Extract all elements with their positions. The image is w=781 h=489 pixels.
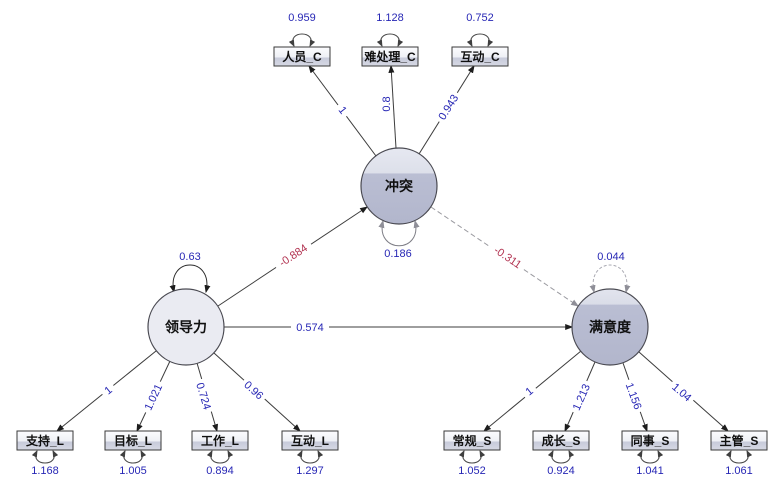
indicator-node-nanchuli-c[interactable] bbox=[361, 46, 419, 67]
indicator-node-zhichi-l[interactable] bbox=[16, 430, 74, 451]
svg-text:1.156: 1.156 bbox=[623, 381, 644, 411]
indicator-node-mubiao-l[interactable] bbox=[104, 430, 162, 451]
latent-label-leadership: 领导力 bbox=[165, 319, 207, 335]
loading-label-changgui-s: 1 bbox=[519, 381, 539, 401]
indicator-node-hudong-l[interactable] bbox=[281, 430, 339, 451]
variance-loop-tongshi bbox=[636, 450, 664, 464]
variance-label-satisfaction: 0.044 bbox=[597, 251, 625, 263]
svg-text:0.724: 0.724 bbox=[193, 381, 213, 411]
variance-loop-gongzuo bbox=[206, 450, 234, 464]
variance-loop-zhichi bbox=[31, 450, 59, 464]
loading-label-mubiao-l: 1.021 bbox=[139, 378, 166, 415]
variance-label-nanchuli-c: 1.128 bbox=[376, 12, 404, 24]
indicator-label-mubiao-l: 目标_L bbox=[114, 433, 152, 448]
indicator-node-gongzuo-l[interactable] bbox=[191, 430, 249, 451]
variance-label-conflict: 0.186 bbox=[384, 248, 412, 260]
latent-node-conflict[interactable] bbox=[360, 147, 438, 225]
variance-label-gongzuo-l: 0.894 bbox=[206, 465, 234, 477]
indicator-node-tongshi-s[interactable] bbox=[621, 430, 679, 451]
indicator-label-tongshi-s: 同事_S bbox=[631, 433, 670, 448]
indicator-label-nanchuli-c: 难处理_C bbox=[363, 49, 416, 64]
indicator-node-changgui-s[interactable] bbox=[443, 430, 501, 451]
loading-label-nanchuli-c: 0.8 bbox=[379, 93, 393, 115]
path-label-conflict-satisfaction: -0.311 bbox=[488, 240, 529, 274]
variance-loop-chengzhang bbox=[547, 450, 575, 464]
indicator-label-hudong-c: 互动_C bbox=[460, 50, 500, 64]
variance-loop-hudongl bbox=[296, 450, 324, 464]
indicator-node-chengzhang-s[interactable] bbox=[532, 430, 590, 451]
indicator-node-hudong-c[interactable] bbox=[451, 46, 509, 67]
variance-label-zhuguan-s: 1.061 bbox=[725, 465, 753, 477]
path-label-leadership-satisfaction: 0.574 bbox=[291, 320, 329, 334]
variance-label-hudong-c: 0.752 bbox=[466, 12, 494, 24]
variance-label-leadership: 0.63 bbox=[179, 251, 200, 263]
variance-label-mubiao-l: 1.005 bbox=[119, 465, 147, 477]
variance-loop-conflict bbox=[378, 219, 420, 247]
variance-loop-hudongc bbox=[466, 33, 494, 47]
loading-label-chengzhang-s: 1.213 bbox=[567, 378, 594, 415]
variance-loop-nanchuli bbox=[376, 33, 404, 47]
latent-node-satisfaction[interactable] bbox=[571, 288, 649, 366]
variance-label-tongshi-s: 1.041 bbox=[636, 465, 664, 477]
indicator-label-zhichi-l: 支持_L bbox=[25, 433, 64, 448]
indicator-node-renyuan-c[interactable] bbox=[273, 46, 331, 67]
loading-line-conflict-nanchuli bbox=[388, 64, 397, 149]
variance-loop-satisfaction bbox=[589, 264, 631, 294]
loading-label-renyuan-c: 1 bbox=[333, 100, 353, 120]
variance-label-zhichi-l: 1.168 bbox=[31, 465, 59, 477]
latent-label-satisfaction: 满意度 bbox=[589, 319, 632, 335]
loading-label-hudong-c: 0.943 bbox=[433, 88, 463, 125]
variance-label-changgui-s: 1.052 bbox=[458, 465, 486, 477]
variance-loop-mubiao bbox=[119, 450, 147, 464]
svg-text:0.8: 0.8 bbox=[381, 96, 393, 111]
indicator-label-zhuguan-s: 主管_S bbox=[720, 433, 759, 448]
svg-text:0.574: 0.574 bbox=[296, 322, 324, 334]
loading-label-tongshi-s: 1.156 bbox=[622, 377, 647, 415]
indicator-label-renyuan-c: 人员_C bbox=[282, 49, 322, 64]
variance-label-hudong-l: 1.297 bbox=[296, 465, 324, 477]
variance-label-chengzhang-s: 0.924 bbox=[547, 465, 575, 477]
variance-loop-changgui bbox=[458, 450, 486, 464]
latent-node-leadership[interactable] bbox=[147, 288, 225, 366]
loading-label-zhuguan-s: 1.04 bbox=[667, 377, 698, 406]
latent-label-conflict: 冲突 bbox=[385, 178, 413, 194]
indicator-node-zhuguan-s[interactable] bbox=[710, 430, 768, 451]
variance-loop-leadership bbox=[169, 264, 211, 294]
variance-loop-renyuan bbox=[288, 33, 316, 47]
indicator-label-chengzhang-s: 成长_S bbox=[542, 433, 581, 448]
loading-label-zhichi-l: 1 bbox=[98, 380, 118, 400]
indicator-label-changgui-s: 常规_S bbox=[453, 433, 492, 448]
indicator-label-hudong-l: 互动_L bbox=[291, 434, 329, 448]
variance-loop-zhuguan bbox=[725, 450, 753, 464]
loading-label-gongzuo-l: 0.724 bbox=[193, 377, 216, 415]
indicator-label-gongzuo-l: 工作_L bbox=[201, 433, 239, 448]
variance-label-renyuan-c: 0.959 bbox=[288, 12, 316, 24]
path-label-leadership-conflict: -0.884 bbox=[271, 237, 314, 272]
